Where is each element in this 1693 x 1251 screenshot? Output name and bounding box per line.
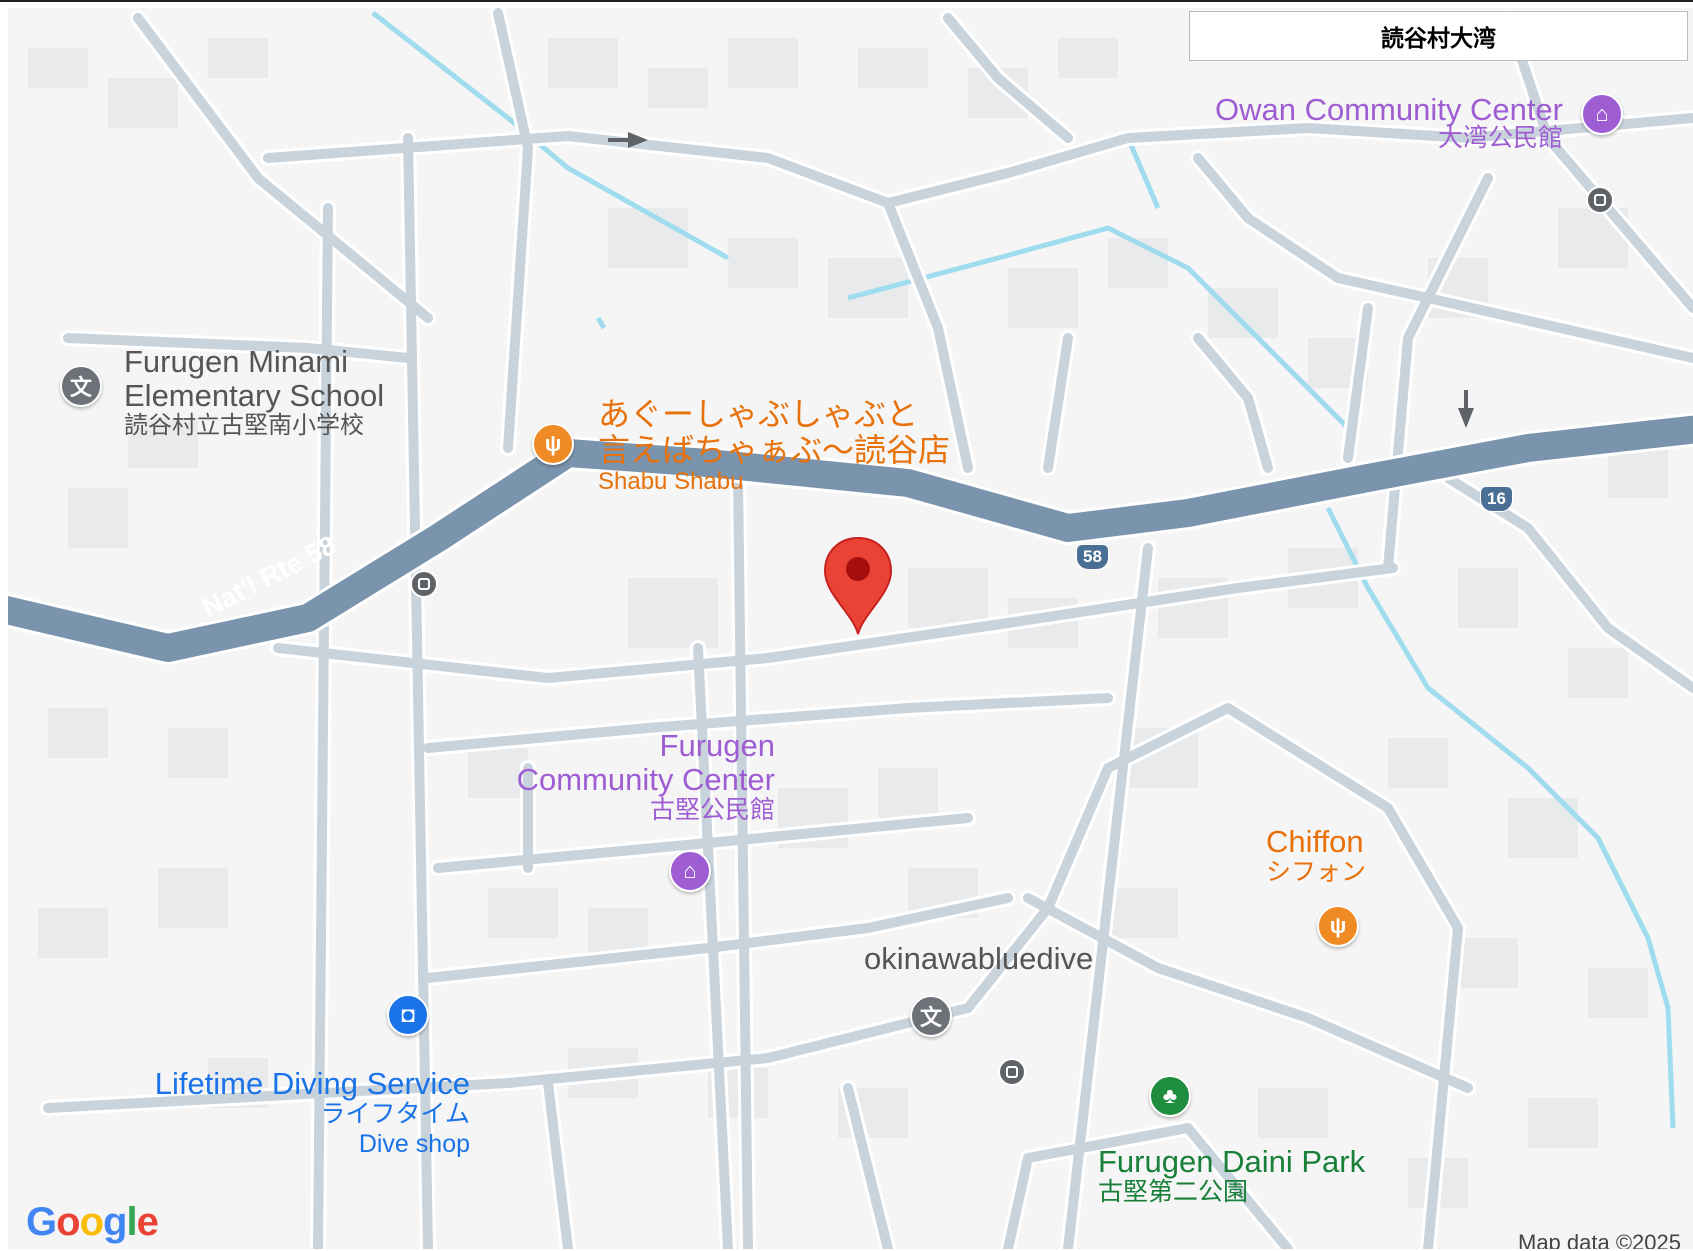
poi-sublabel-lifetime-diving: ライフタイム bbox=[320, 1100, 470, 1128]
bus-stop-icon[interactable] bbox=[998, 1058, 1026, 1086]
poi-sublabel-furugen-minami: 読谷村立古堅南小学校 bbox=[124, 412, 364, 439]
community-center-icon[interactable]: ⌂ bbox=[1581, 93, 1623, 135]
route-16-shield: 16 bbox=[1480, 486, 1513, 512]
poi-label-chiffon[interactable]: Chiffon bbox=[1266, 824, 1364, 859]
top-border bbox=[0, 0, 1693, 2]
poi-label-furugen-daini-park[interactable]: Furugen Daini Park bbox=[1098, 1144, 1366, 1179]
poi-sublabel-owan-center: 大湾公民館 bbox=[1437, 124, 1563, 152]
restaurant-icon[interactable]: ψ bbox=[532, 423, 574, 465]
poi-label-furugen-minami-1[interactable]: Furugen Minami bbox=[124, 344, 348, 379]
poi-label-furugen-center-2[interactable]: Community Center bbox=[516, 762, 775, 797]
map-base bbox=[8, 8, 1693, 1249]
bus-stop-icon[interactable] bbox=[410, 570, 438, 598]
poi-sublabel-chiffon: シフォン bbox=[1266, 858, 1367, 886]
poi-label-okinawabluedive[interactable]: okinawabluedive bbox=[864, 941, 1094, 976]
location-pin-icon[interactable] bbox=[823, 536, 893, 636]
poi-label-furugen-center-1[interactable]: Furugen bbox=[659, 728, 775, 763]
minor-roads bbox=[43, 8, 1693, 1249]
poi-label-lifetime-diving[interactable]: Lifetime Diving Service bbox=[154, 1066, 470, 1101]
community-center-icon[interactable]: ⌂ bbox=[669, 850, 711, 892]
park-tree-icon[interactable]: ♣ bbox=[1149, 1075, 1191, 1117]
google-logo: Google bbox=[26, 1200, 159, 1244]
restaurant-icon[interactable]: ψ bbox=[1317, 905, 1359, 947]
route-58-shield: 58 bbox=[1076, 544, 1109, 570]
poi-category-lifetime-diving: Dive shop bbox=[358, 1130, 470, 1158]
one-way-arrow-icon bbox=[608, 132, 1474, 428]
map-canvas[interactable]: Nat'l Rte 58 58 16 Owan Community Center… bbox=[8, 8, 1693, 1249]
poi-sublabel-agu-shabu: Shabu Shabu bbox=[598, 468, 744, 495]
bus-stop-icon[interactable] bbox=[1586, 186, 1614, 214]
poi-label-owan-center[interactable]: Owan Community Center bbox=[1214, 92, 1563, 127]
poi-label-furugen-minami-2[interactable]: Elementary School bbox=[124, 378, 385, 413]
shopping-bag-icon[interactable]: ◘ bbox=[387, 994, 429, 1036]
highway-route-58 bbox=[8, 415, 1693, 662]
poi-sublabel-furugen-center: 古堅公民館 bbox=[649, 796, 775, 824]
map-data-credit[interactable]: Map data ©2025 bbox=[1518, 1230, 1681, 1249]
location-title-box[interactable]: 読谷村大湾 bbox=[1189, 11, 1688, 61]
poi-label-agu-shabu-1[interactable]: あぐーしゃぶしゃぶと bbox=[598, 396, 919, 432]
school-icon[interactable]: 文 bbox=[60, 365, 102, 407]
poi-sublabel-furugen-daini-park: 古堅第二公園 bbox=[1098, 1178, 1249, 1206]
school-icon[interactable]: 文 bbox=[910, 995, 952, 1037]
poi-label-agu-shabu-2[interactable]: 言えばちゃぁぶ〜読谷店 bbox=[598, 432, 951, 468]
